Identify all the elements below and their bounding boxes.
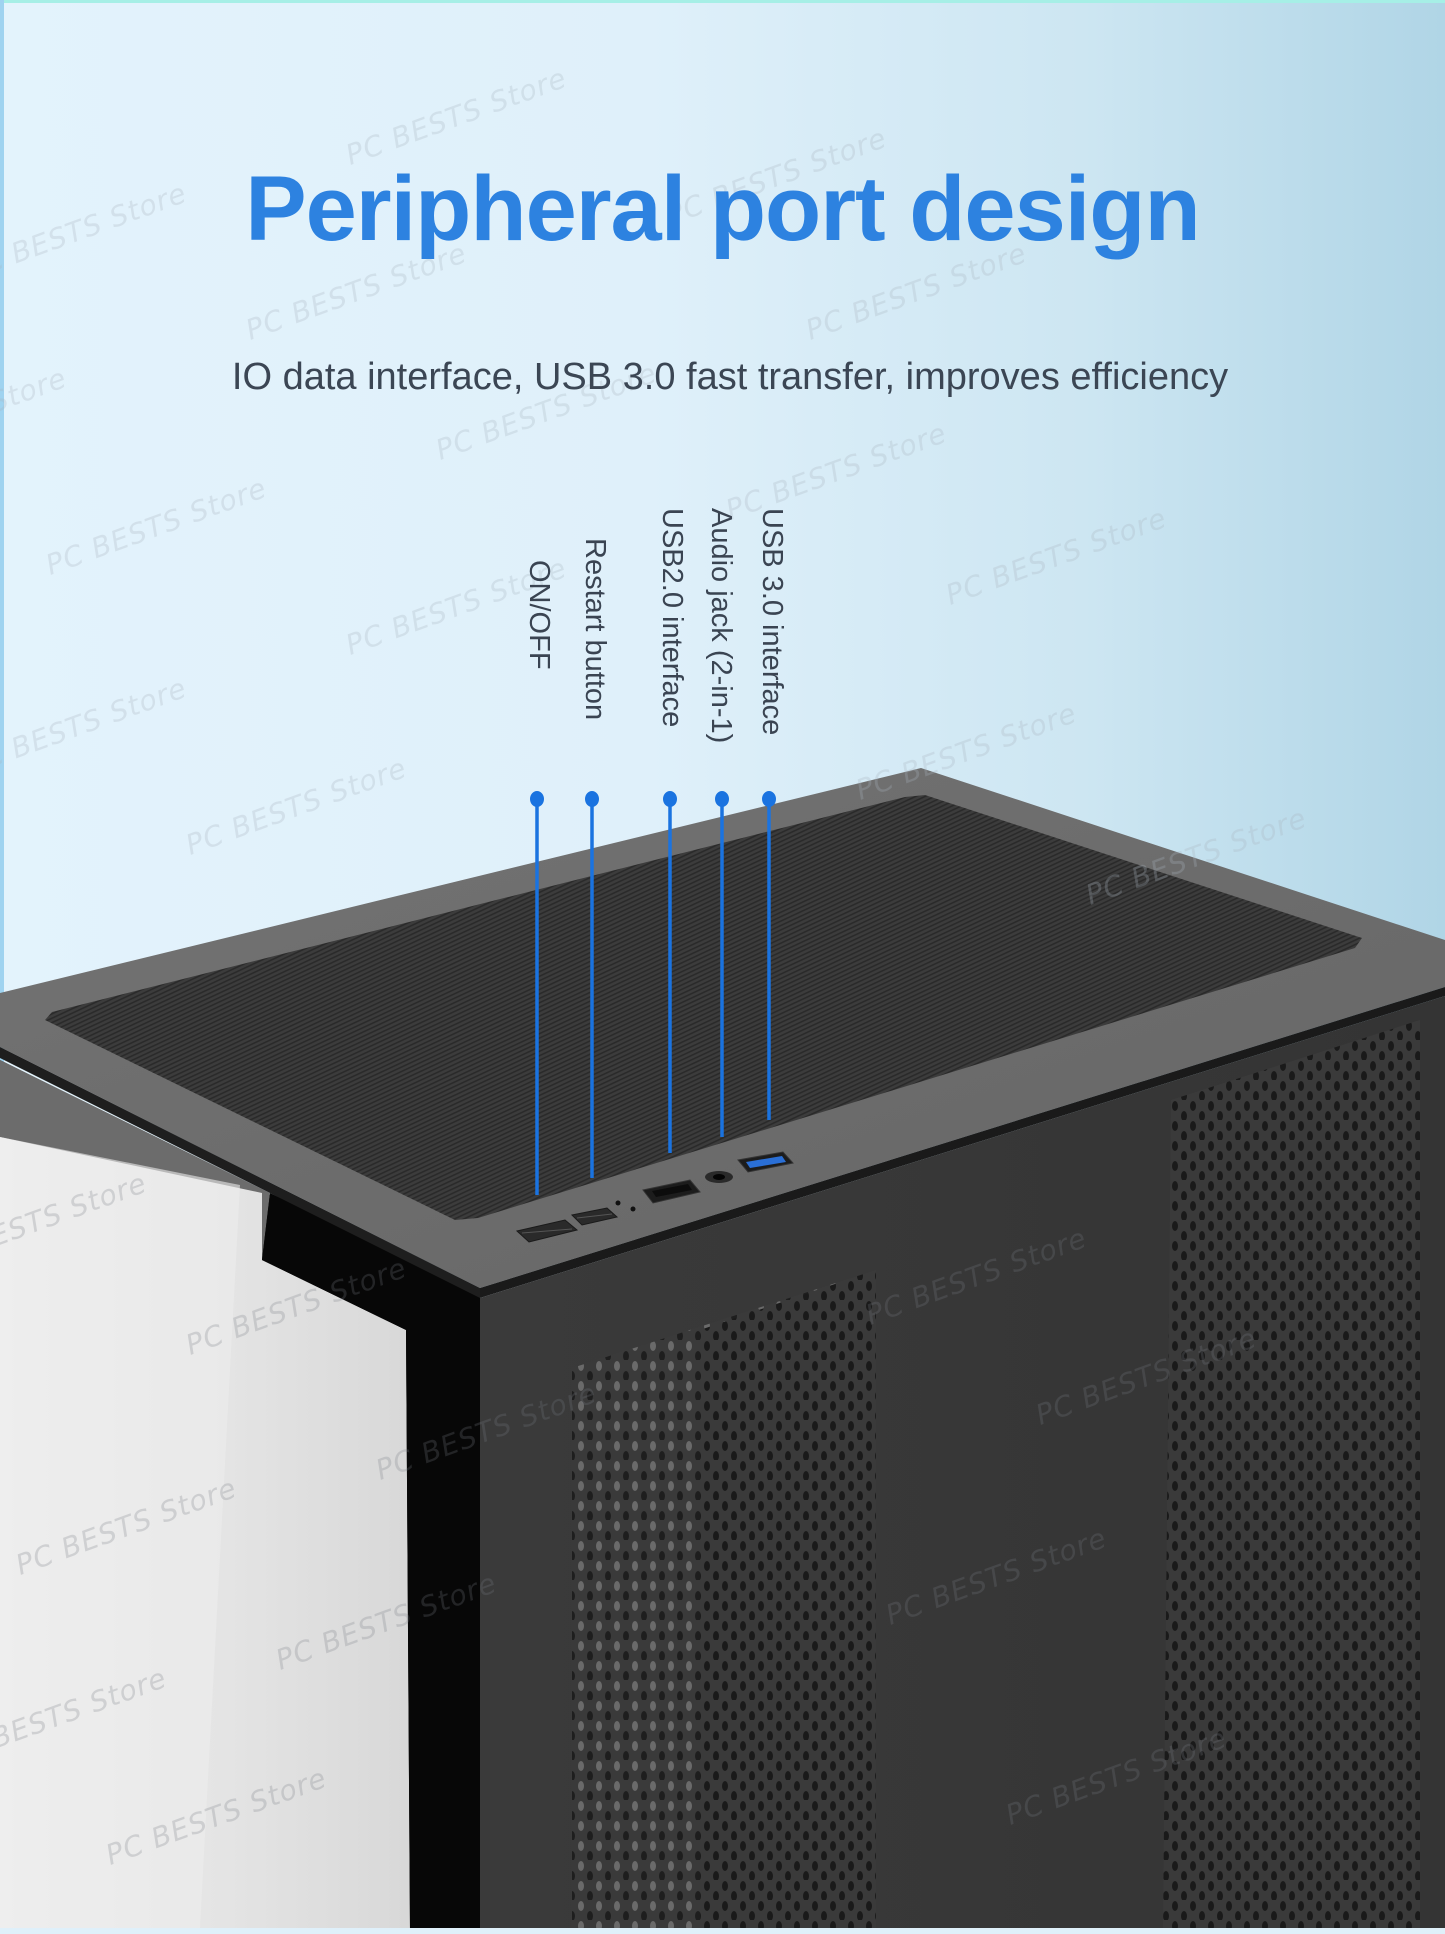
restart-button-icon	[570, 1207, 619, 1226]
top-accent-line	[0, 0, 1445, 3]
callout-dots	[530, 791, 776, 807]
io-panel	[515, 1151, 794, 1243]
callout-lines	[535, 799, 771, 1195]
usb3-port-icon	[737, 1151, 794, 1173]
page-subtitle: IO data interface, USB 3.0 fast transfer…	[231, 356, 1229, 398]
side-glass-panel	[0, 1060, 480, 1934]
audio-jack-icon	[705, 1171, 733, 1183]
led-indicator-icon	[615, 1200, 621, 1206]
led-indicator-icon	[630, 1206, 636, 1212]
left-accent-line	[0, 0, 4, 1934]
case-front-panel	[480, 996, 1445, 1934]
usb2-port-icon	[642, 1179, 701, 1204]
power-button-icon	[515, 1219, 579, 1243]
page-title: Peripheral port design	[245, 158, 1200, 260]
bottom-strip	[0, 1928, 1445, 1934]
